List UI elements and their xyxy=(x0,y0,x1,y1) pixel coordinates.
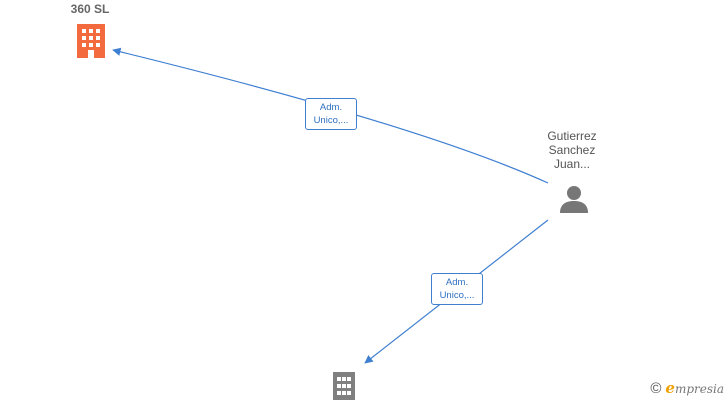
company-name-label[interactable]: 360 SL xyxy=(70,2,110,16)
watermark: © empresia xyxy=(650,379,724,397)
building-icon[interactable] xyxy=(333,372,355,400)
person-name-line: Sanchez xyxy=(548,143,596,157)
brand-logo: empresia xyxy=(665,379,724,397)
copyright-icon: © xyxy=(650,379,662,397)
edge-label-line: Adm. xyxy=(445,277,469,288)
person-name-line: Gutierrez xyxy=(547,129,597,143)
person-name-label[interactable]: Gutierrez Sanchez Juan... xyxy=(532,129,612,171)
building-icon[interactable] xyxy=(77,24,105,58)
person-name-line: Juan... xyxy=(553,157,591,171)
edge-label-line: Unico,... xyxy=(439,290,475,301)
edge-label-badge[interactable]: Adm. Unico,... xyxy=(431,273,483,305)
edge-label-line: Adm. xyxy=(319,102,343,113)
edge-label-badge[interactable]: Adm. Unico,... xyxy=(305,98,357,130)
edge-label-line: Unico,... xyxy=(313,115,349,126)
person-icon[interactable] xyxy=(560,186,588,213)
edge-line-person-to-360sl xyxy=(112,47,549,184)
